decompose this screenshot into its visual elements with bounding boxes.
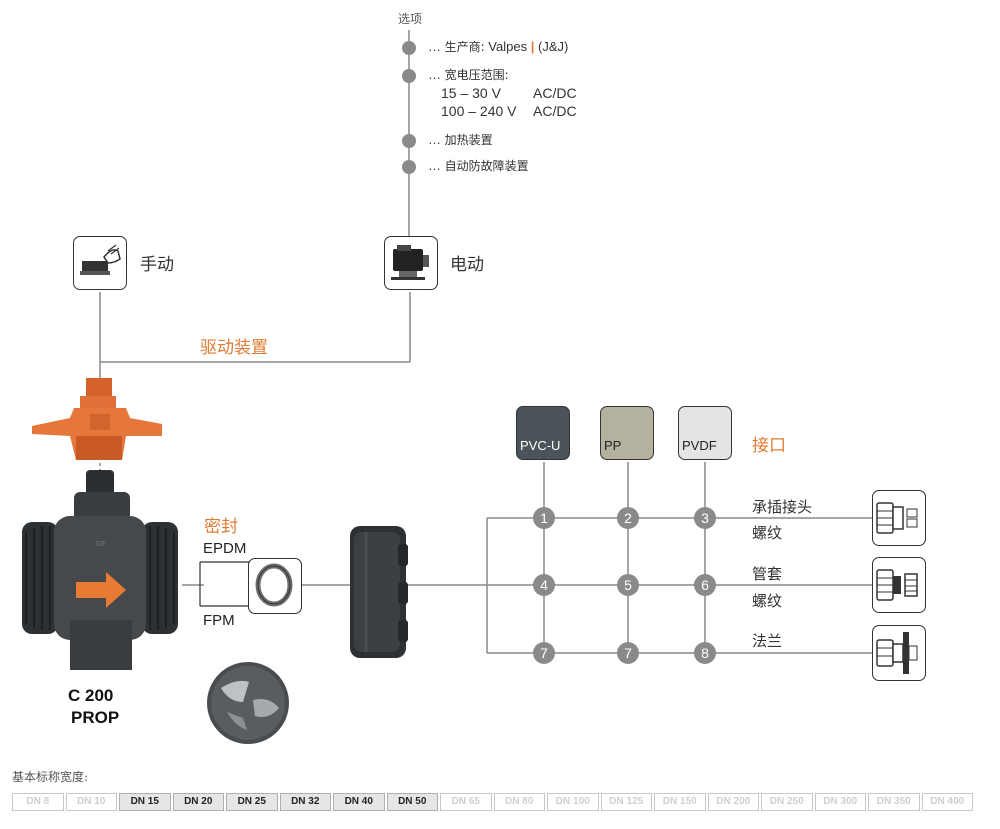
- option-voltage: … 宽电压范围:: [428, 66, 509, 84]
- dn-cell: DN 10: [65, 793, 117, 811]
- manufacturer-suffix: (J&J): [537, 39, 569, 54]
- dn-cell: DN 65: [440, 793, 492, 811]
- handle-image: [32, 378, 162, 460]
- o-ring-icon[interactable]: [248, 558, 302, 614]
- voltage-range: 15 – 30 V: [441, 85, 501, 101]
- seal-option-epdm: EPDM: [203, 540, 247, 557]
- dn-cell: DN 350: [868, 793, 920, 811]
- dn-caption: 基本标称宽度:: [12, 770, 89, 784]
- hand-lever-icon: [80, 244, 121, 275]
- dn-cell: DN 200: [707, 793, 759, 811]
- socket-threaded-fitting-icon[interactable]: [872, 490, 926, 546]
- model-line-1: C 200: [68, 686, 114, 705]
- union-nut-image: [350, 526, 408, 658]
- electric-actuator-icon[interactable]: [384, 236, 438, 290]
- material-pvc-u[interactable]: PVC-U: [516, 406, 570, 460]
- material-label: PP: [604, 438, 622, 453]
- dn-cell: DN 40: [333, 793, 385, 811]
- option-bullet: [402, 69, 416, 83]
- option-manufacturer: … 生产商: Valpes | (J&J): [428, 38, 568, 56]
- dn-cell: DN 80: [493, 793, 545, 811]
- option-bullets: [402, 41, 416, 174]
- dn-cell: DN 20: [172, 793, 224, 811]
- dn-cell: DN 250: [761, 793, 813, 811]
- material-label: PVDF: [682, 438, 717, 453]
- dn-cell: DN 50: [386, 793, 438, 811]
- dn-cell: DN 125: [600, 793, 652, 811]
- svg-text:GF: GF: [96, 541, 106, 548]
- option-text: 自动防故障装置: [444, 159, 529, 173]
- seal-title: 密封: [204, 517, 238, 537]
- connection-label: 管套: [752, 565, 783, 583]
- option-bullet: [402, 160, 416, 174]
- material-label: PVC-U: [520, 438, 561, 453]
- dn-cell: DN 400: [921, 793, 973, 811]
- dn-size-row: DN 8 DN 10 DN 15 DN 20 DN 25 DN 32 DN 40…: [12, 793, 975, 811]
- ball-image: [207, 662, 289, 744]
- dn-cell: DN 150: [654, 793, 706, 811]
- union-threaded-fitting-icon[interactable]: [872, 557, 926, 613]
- dn-cell: DN 15: [119, 793, 171, 811]
- connection-label: 螺纹: [752, 592, 783, 610]
- voltage-range: 100 – 240 V: [441, 103, 517, 119]
- manual-actuator-icon[interactable]: [73, 236, 127, 290]
- model-line-2: PROP: [71, 708, 120, 727]
- connection-label: 螺纹: [752, 524, 783, 542]
- connection-label: 法兰: [752, 632, 783, 650]
- dn-cell: DN 8: [12, 793, 64, 811]
- manual-label: 手动: [140, 255, 174, 275]
- material-pp[interactable]: PP: [600, 406, 654, 460]
- voltage-line-1: 15 – 30 V AC/DC: [441, 84, 577, 102]
- voltage-type: AC/DC: [533, 103, 577, 119]
- option-failsafe: … 自动防故障装置: [428, 157, 529, 175]
- connection-label: 承插接头: [752, 498, 813, 516]
- separator-bar: |: [530, 39, 535, 54]
- option-heating: … 加热装置: [428, 131, 493, 149]
- option-prefix: …: [428, 39, 441, 54]
- motor-icon: [391, 245, 429, 280]
- option-prefix: …: [428, 132, 441, 147]
- options-title: 选项: [398, 12, 423, 26]
- materials-title: 接口: [752, 436, 786, 456]
- manufacturer-name: Valpes: [488, 39, 528, 54]
- material-pvdf[interactable]: PVDF: [678, 406, 732, 460]
- valve-body-image: GF: [22, 470, 178, 670]
- actuation-group-label: 驱动装置: [200, 338, 268, 358]
- electric-label: 电动: [450, 255, 484, 275]
- dn-cell: DN 32: [279, 793, 331, 811]
- option-prefix: …: [428, 158, 441, 173]
- flange-fitting-icon[interactable]: [872, 625, 926, 681]
- option-text: 宽电压范围:: [444, 68, 509, 82]
- option-text: 生产商:: [444, 40, 485, 54]
- dn-cell: DN 100: [547, 793, 599, 811]
- option-text: 加热装置: [444, 133, 493, 147]
- option-prefix: …: [428, 67, 441, 82]
- voltage-line-2: 100 – 240 V AC/DC: [441, 102, 577, 120]
- voltage-type: AC/DC: [533, 85, 577, 101]
- option-bullet: [402, 41, 416, 55]
- dn-cell: DN 25: [226, 793, 278, 811]
- dn-cell: DN 300: [814, 793, 866, 811]
- seal-option-fpm: FPM: [203, 612, 235, 629]
- option-bullet: [402, 134, 416, 148]
